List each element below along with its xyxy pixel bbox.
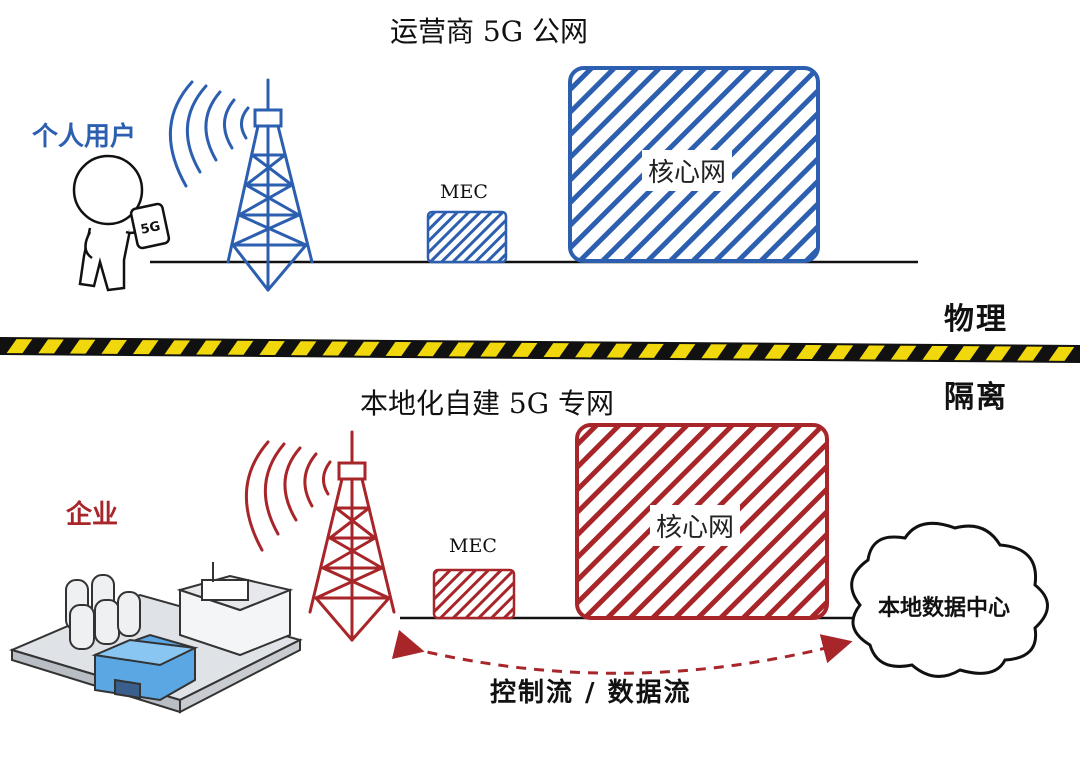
flow-arrow <box>391 629 853 675</box>
factory-icon <box>9 562 303 714</box>
public-mec-label: MEC <box>440 181 488 203</box>
cloud-icon <box>850 521 1049 678</box>
tower-icon <box>226 78 314 292</box>
tower-icon <box>308 430 396 642</box>
isolation-label-line1: 物理 <box>944 302 1008 337</box>
phone-icon: 5G <box>129 202 171 250</box>
signal-waves-icon <box>168 80 250 188</box>
phone-label: 5G <box>139 219 161 238</box>
private-mec-label: MEC <box>449 535 497 557</box>
enterprise-label: 企业 <box>66 500 119 530</box>
public-network-title: 运营商 5G 公网 <box>390 15 588 48</box>
private-core-label: 核心网 <box>650 505 741 546</box>
personal-user-label: 个人用户 <box>32 122 137 152</box>
signal-waves-icon <box>245 440 332 552</box>
isolation-tape <box>0 336 1080 364</box>
isolation-label-line2: 隔离 <box>944 380 1008 415</box>
local-datacenter-label: 本地数据中心 <box>878 596 1011 621</box>
private-network-title: 本地化自建 5G 专网 <box>360 387 614 420</box>
public-mec-box <box>426 210 508 264</box>
person-icon <box>72 154 146 292</box>
flow-label: 控制流 / 数据流 <box>490 678 692 708</box>
private-mec-box <box>432 568 516 620</box>
public-core-label: 核心网 <box>642 150 733 191</box>
